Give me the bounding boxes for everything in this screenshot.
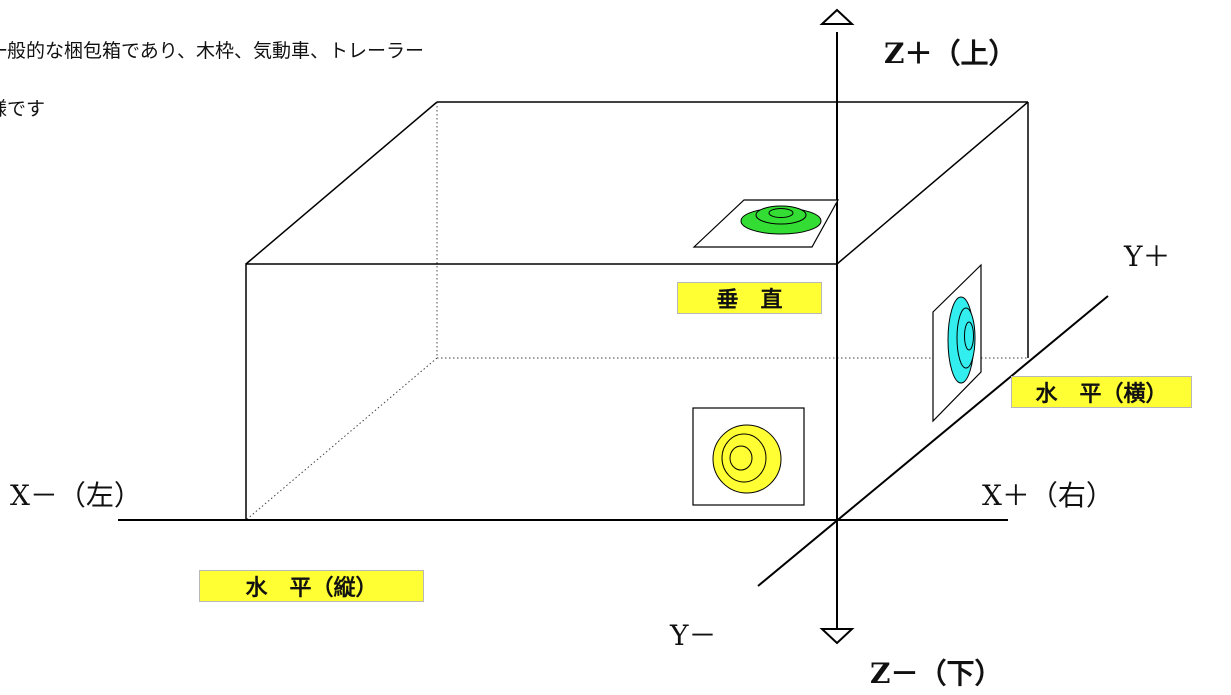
z-plus-label: Z＋（上） xyxy=(884,37,1017,70)
description-line-1: 一般的な梱包箱であり、木枠、気動車、トレーラー xyxy=(0,40,425,62)
x-minus-label: X－（左） xyxy=(10,479,142,512)
z-minus-arrow-icon xyxy=(819,628,855,645)
y-minus-label: Y－ xyxy=(670,619,717,652)
long-horizontal-tag: 水 平（縦） xyxy=(199,570,424,602)
x-plus-label: X＋（右） xyxy=(982,479,1114,512)
y-axis xyxy=(757,295,1109,587)
vertical-tag: 垂 直 xyxy=(677,282,822,314)
side-horizontal-indicator xyxy=(932,263,982,423)
z-minus-label: Z－（下） xyxy=(870,657,1003,690)
z-axis xyxy=(819,8,855,645)
box-outline xyxy=(245,101,1029,520)
box-hidden-edges xyxy=(245,102,1028,521)
description-line-2: 様です xyxy=(0,98,46,120)
vertical-indicator xyxy=(692,199,840,248)
side-horizontal-tag: 水 平（横） xyxy=(1011,376,1192,408)
y-plus-label: Y＋ xyxy=(1124,240,1171,273)
z-plus-arrow-icon xyxy=(819,8,855,25)
front-horizontal-indicator xyxy=(692,407,805,506)
